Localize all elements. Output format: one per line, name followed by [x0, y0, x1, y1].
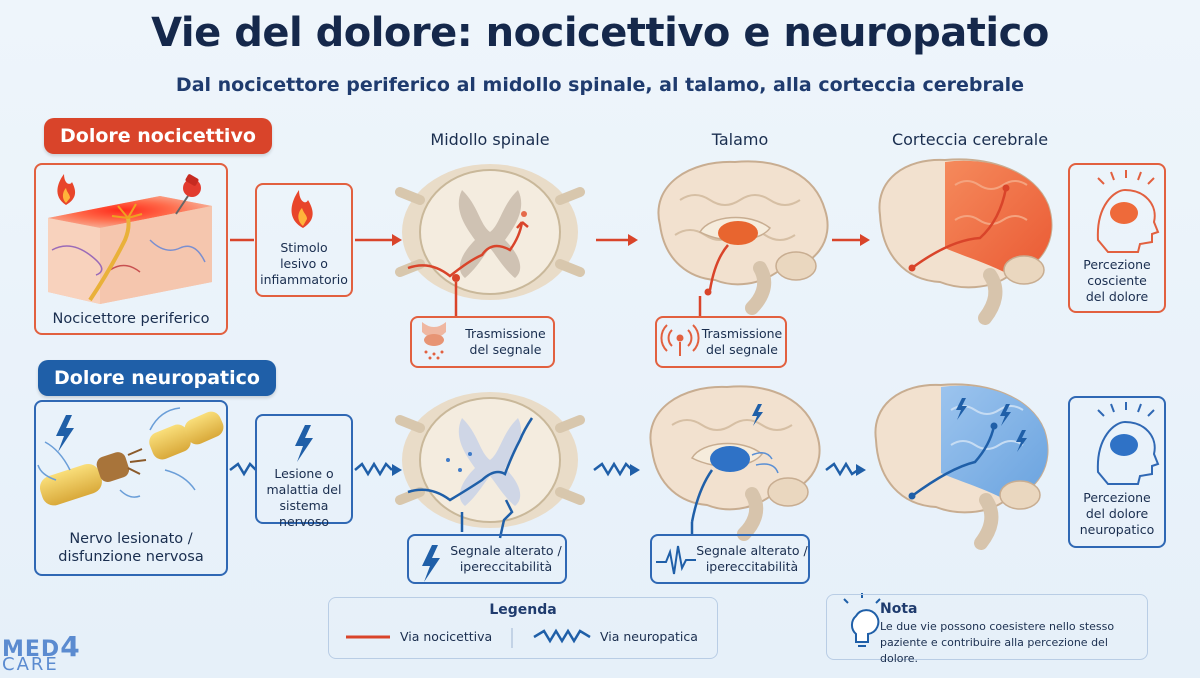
brain-thalamus-red [657, 160, 829, 315]
column-heading-spinal: Midollo spinale [430, 130, 550, 149]
logo-med: MED4 [2, 630, 81, 663]
nota-text: Le due vie possono coesistere nello stes… [880, 620, 1115, 665]
stimulus-card [255, 183, 353, 297]
transmission-spinal-text: Trasmissione del segnale [465, 326, 546, 357]
column-heading-thalamus: Talamo [711, 130, 769, 149]
lightning-icon-signal-card [422, 545, 440, 582]
signal-spinal-text: Segnale alterato / ipereccitabilità [450, 543, 562, 574]
transmission-spinal-card [410, 316, 555, 368]
lightbulb-icon [843, 593, 881, 647]
perception-blue-text: Percezione del dolore neuropatico [1079, 490, 1155, 537]
nerve-card [34, 400, 228, 576]
brain-cortex-red [878, 158, 1053, 325]
pushpin-icon [175, 174, 201, 215]
legend-title: Legenda [489, 602, 557, 618]
stimulus-flame-icon [291, 190, 313, 228]
signal-thalamus-text: Segnale alterato / ipereccitabilità [696, 543, 808, 574]
stimulus-text: Stimolo lesivo o infiammatorio [260, 240, 348, 287]
column-heading-cortex: Corteccia cerebrale [891, 130, 1049, 149]
lesion-card [255, 414, 353, 524]
page-title: Vie del dolore: nocicettivo e neuropatic… [151, 10, 1049, 56]
arrows-neuropathic [229, 461, 866, 534]
lightning-icon-lesion-card [295, 425, 313, 462]
signal-thalamus-card [650, 534, 810, 584]
ecg-wave-icon [656, 545, 696, 575]
perception-red-card [1068, 163, 1166, 313]
brain-thalamus-blue [649, 385, 821, 541]
skin-illustration [48, 196, 212, 304]
nociceptor-caption: Nocicettore periferico [52, 311, 210, 327]
flame-icon [57, 174, 76, 205]
neuropathic-pill: Dolore neuropatico [38, 360, 276, 396]
spinal-cord-red [395, 164, 585, 300]
legend-box [328, 597, 718, 659]
damaged-nerve-illustration [37, 407, 224, 506]
page-subtitle: Dal nocicettore periferico al midollo sp… [175, 74, 1025, 96]
synapse-icon [422, 322, 446, 360]
head-perception-blue-icon [1096, 402, 1160, 485]
lightning-icon-nerve-card [56, 415, 74, 452]
nota-box [826, 594, 1148, 660]
logo-care: CARE [2, 654, 59, 675]
nociceptive-pill: Dolore nocicettivo [44, 118, 272, 154]
signal-spinal-card [407, 534, 567, 584]
lesion-text: Lesione o malattia del sistema nervoso [266, 466, 342, 529]
arrows-nociceptive [230, 234, 870, 316]
legend-swatches [346, 628, 591, 648]
legend-item-nociceptive: Via nocicettiva [400, 629, 493, 644]
transmission-thalamus-card [655, 316, 787, 368]
signal-wave-icon [660, 324, 700, 356]
nociceptor-card [34, 163, 228, 335]
brain-cortex-blue [874, 383, 1049, 550]
transmission-thalamus-text: Trasmissione del segnale [701, 326, 783, 357]
legend-item-neuropathic: Via neuropatica [600, 629, 698, 644]
nota-title: Nota [880, 601, 918, 617]
nerve-caption: Nervo lesionato / disfunzione nervosa [58, 531, 204, 565]
perception-blue-card [1068, 396, 1166, 548]
perception-red-text: Percezione cosciente del dolore [1083, 257, 1151, 304]
spinal-cord-blue [395, 392, 585, 539]
head-perception-red-icon [1096, 170, 1160, 253]
